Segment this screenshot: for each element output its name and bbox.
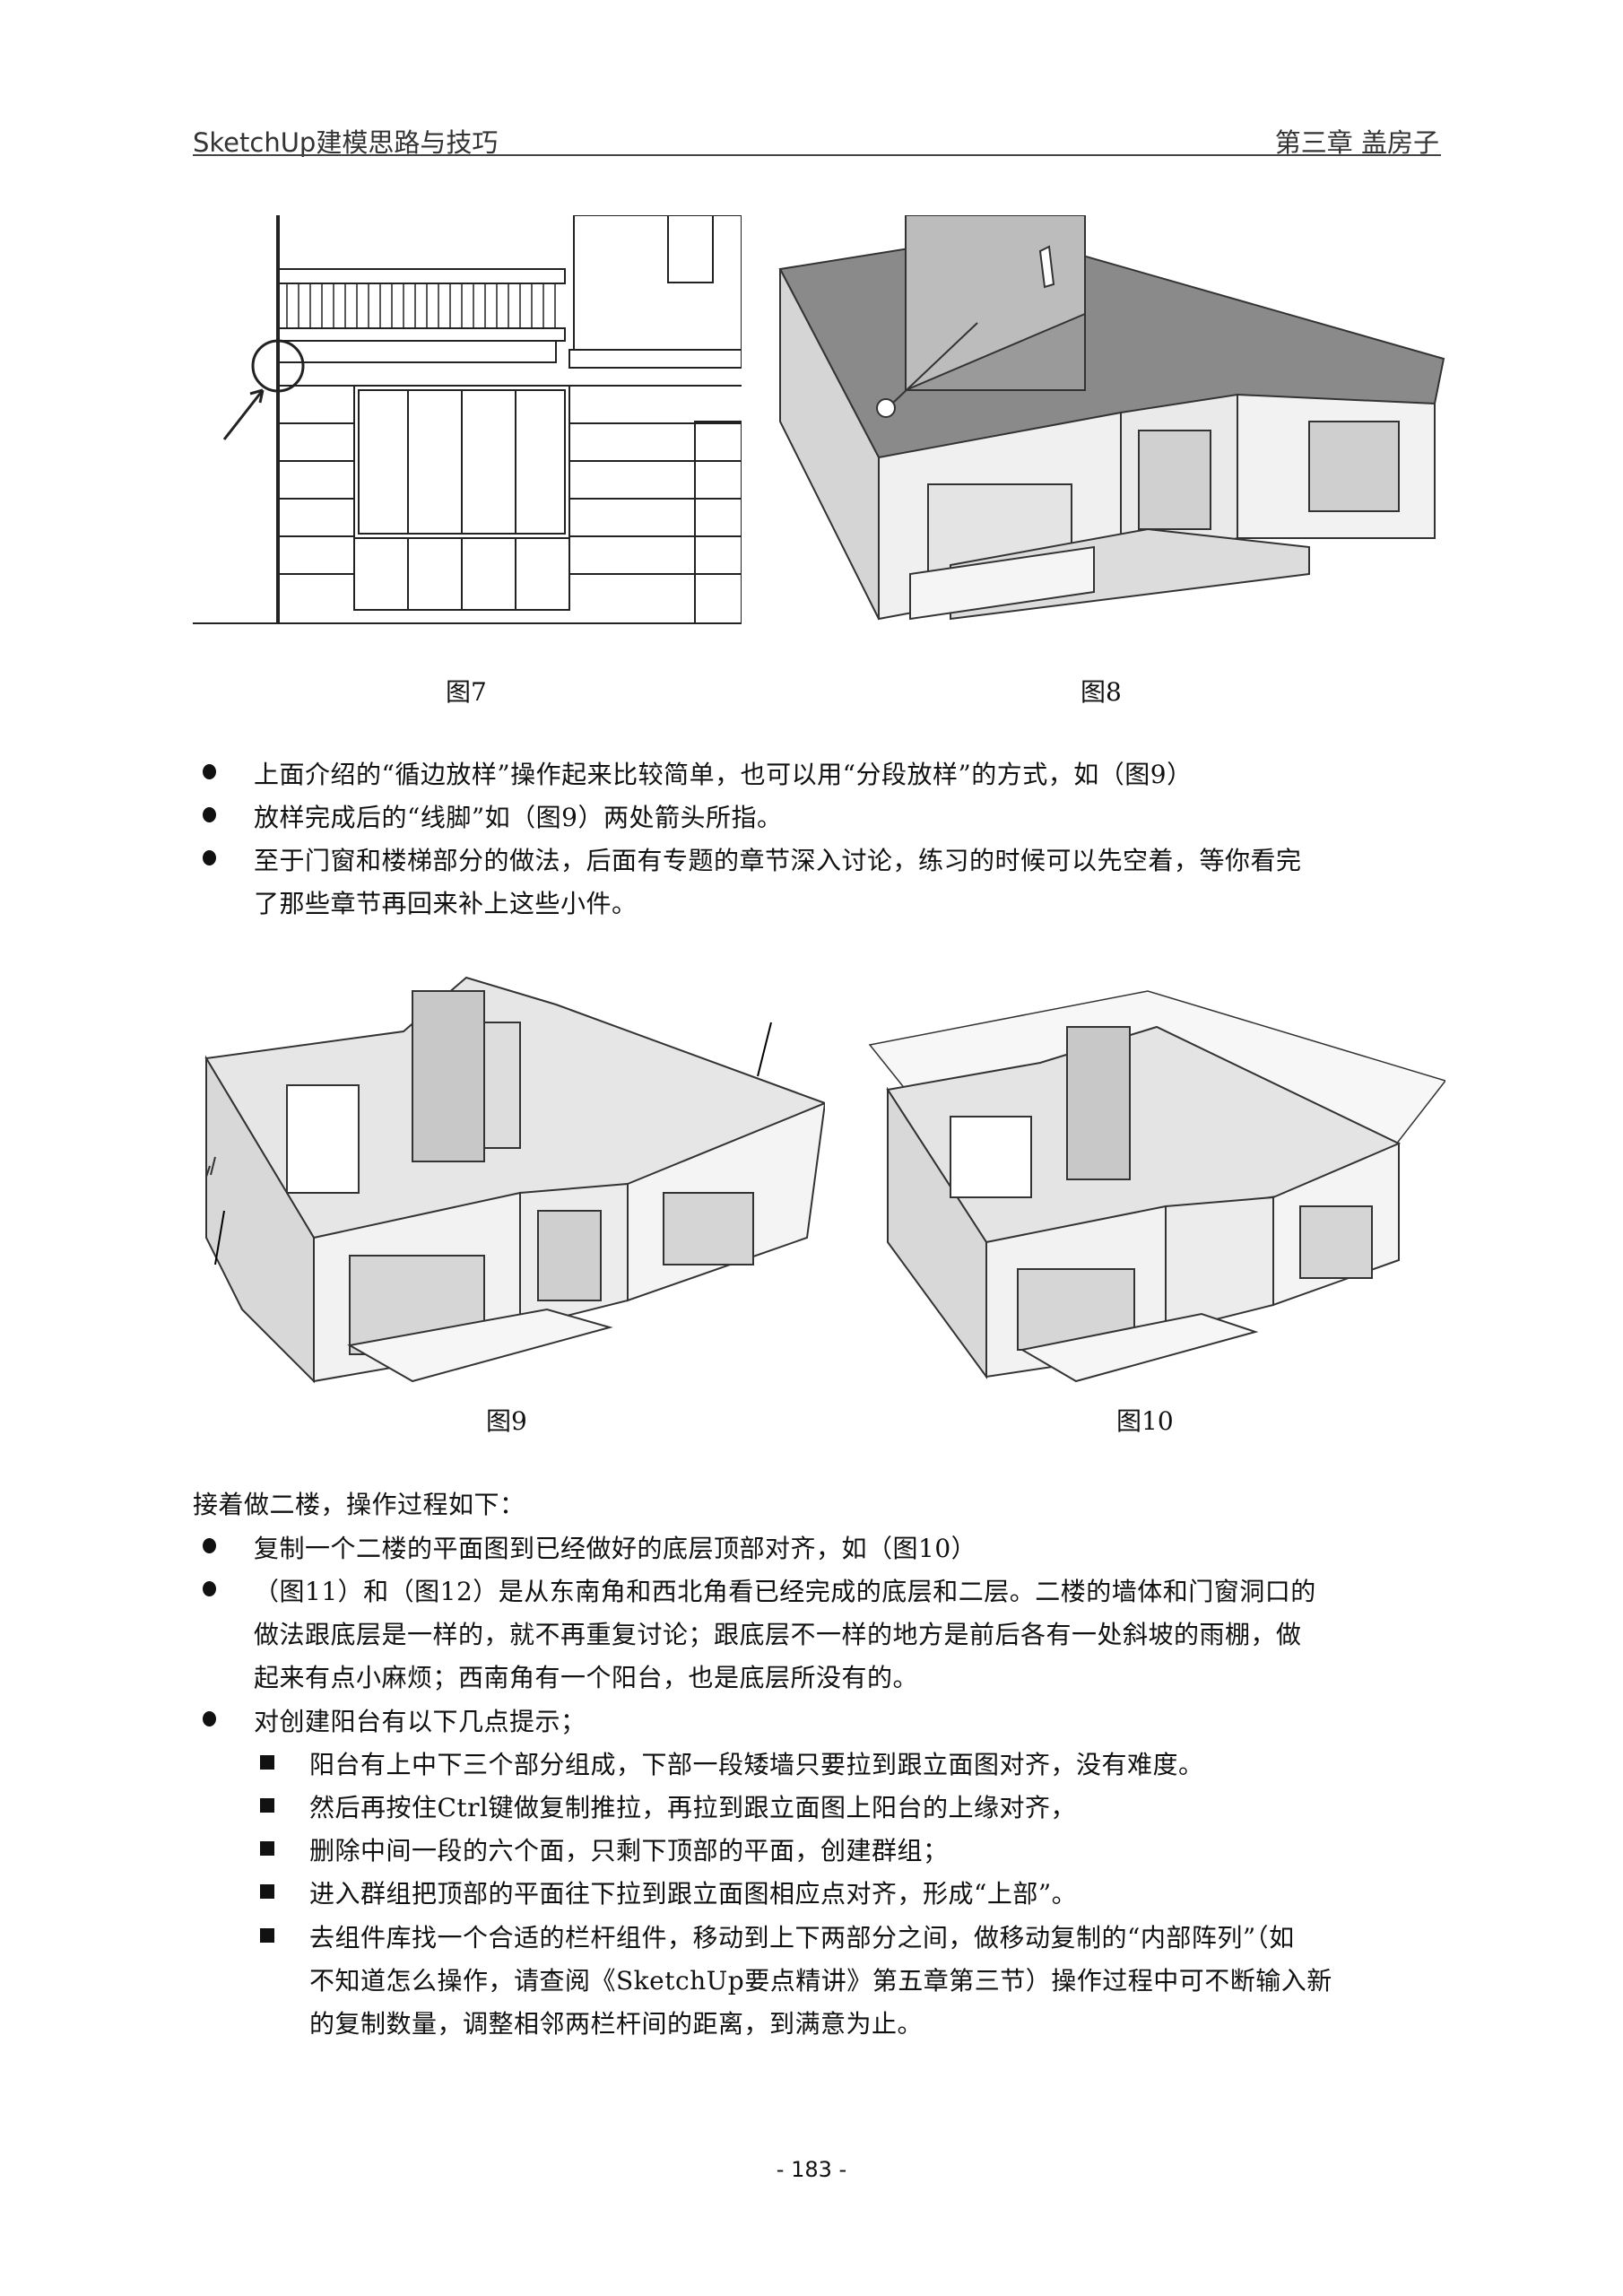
sub-line: 然后再按住Ctrl键做复制推拉，再拉到跟立面图上阳台的上缘对齐，	[309, 1793, 1077, 1822]
paragraph-line: 放样完成后的“线脚”如（图9）两处箭头所指。	[254, 803, 783, 832]
figure-9-model	[204, 976, 825, 1384]
book-title: SketchUp建模思路与技巧	[193, 127, 499, 158]
paragraph-line: 至于门窗和楼梯部分的做法，后面有专题的章节深入讨论，练习的时候可以先空着，等你看…	[254, 846, 1302, 875]
figure-8-caption: 图8	[1081, 677, 1122, 707]
square-bullet-icon	[260, 1841, 274, 1856]
bullet-icon	[203, 764, 216, 779]
paragraph-line: 做法跟底层是一样的，就不再重复讨论；跟底层不一样的地方是前后各有一处斜坡的雨棚，…	[254, 1620, 1302, 1649]
bullet-icon	[203, 1581, 216, 1596]
paragraph-line: 起来有点小麻烦；西南角有一个阳台，也是底层所没有的。	[254, 1663, 919, 1692]
sub-line: 去组件库找一个合适的栏杆组件，移动到上下两部分之间，做移动复制的“内部阵列”（如	[309, 1923, 1295, 1952]
sub-line: 的复制数量，调整相邻两栏杆间的距离，到满意为止。	[309, 2009, 924, 2039]
paragraph-line: 上面介绍的“循边放样”操作起来比较简单，也可以用“分段放样”的方式，如（图9）	[254, 760, 1193, 789]
sub-line: 进入群组把顶部的平面往下拉到跟立面图相应点对齐，形成“上部”。	[309, 1879, 1078, 1909]
bullet-icon	[203, 807, 216, 822]
figure-10-model	[868, 990, 1445, 1383]
figure-10-caption: 图10	[1116, 1406, 1174, 1436]
paragraph-line: （图11）和（图12）是从东南角和西北角看已经完成的底层和二层。二楼的墙体和门窗…	[254, 1577, 1316, 1606]
figure-8-model	[778, 215, 1445, 621]
square-bullet-icon	[260, 1884, 274, 1899]
sub-line: 阳台有上中下三个部分组成，下部一段矮墙只要拉到跟立面图对齐，没有难度。	[309, 1750, 1204, 1779]
sub-line: 删除中间一段的六个面，只剩下顶部的平面，创建群组；	[309, 1836, 949, 1866]
figure-7-elevation	[193, 215, 742, 624]
header-rule	[193, 154, 1441, 156]
bullet-icon	[203, 1538, 216, 1553]
bullet-icon	[203, 850, 216, 865]
chapter-title: 第三章 盖房子	[1274, 127, 1439, 158]
sub-line: 不知道怎么操作，请查阅《SketchUp要点精讲》第五章第三节）操作过程中可不断…	[309, 1966, 1332, 1996]
paragraph-line: 复制一个二楼的平面图到已经做好的底层顶部对齐，如（图10）	[254, 1534, 977, 1563]
figure-7-caption: 图7	[446, 677, 487, 707]
page-number: - 183 -	[776, 2157, 847, 2182]
figure-9-caption: 图9	[486, 1406, 527, 1436]
bullet-icon	[203, 1711, 216, 1726]
paragraph-line: 了那些章节再回来补上这些小件。	[254, 889, 638, 918]
square-bullet-icon	[260, 1755, 274, 1770]
paragraph-line: 对创建阳台有以下几点提示；	[254, 1707, 586, 1736]
square-bullet-icon	[260, 1798, 274, 1813]
intro-line: 接着做二楼，操作过程如下：	[193, 1490, 525, 1519]
square-bullet-icon	[260, 1928, 274, 1943]
